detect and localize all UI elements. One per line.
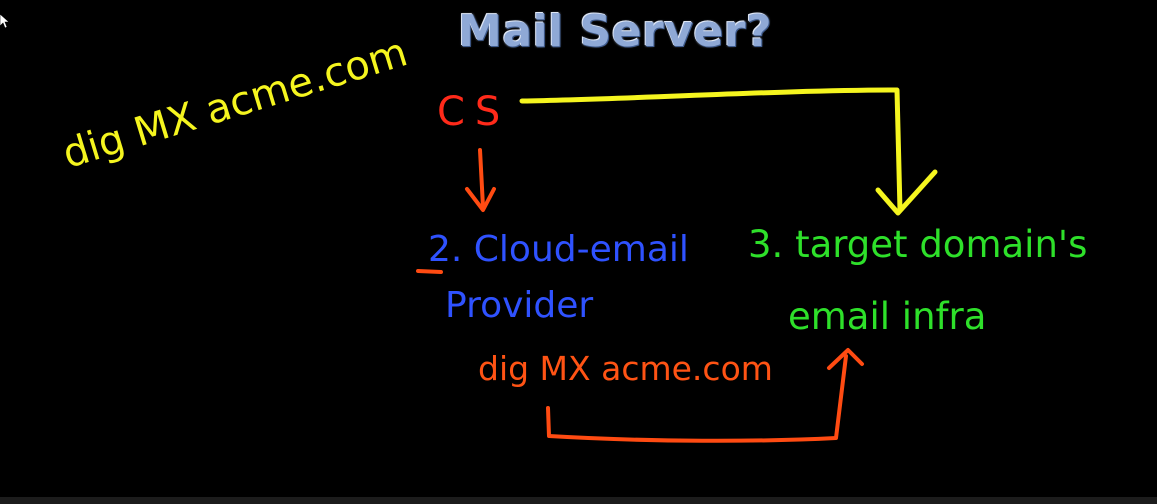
mouse-pointer-icon [0,14,10,29]
yellow-arrowhead [875,169,938,216]
provider-label: Provider [445,285,594,326]
cloud-email-label: 2. Cloud-email [428,229,689,270]
yellow-flow-line [519,87,903,213]
target-domain-label: 3. target domain's [748,223,1088,266]
dig-mx-note-orange: dig MX acme.com [478,349,773,388]
email-infra-label: email infra [788,295,987,338]
bottom-bar [0,497,1157,504]
option-2-underline [416,269,443,274]
orange-arrowhead [827,348,864,370]
cs-source-label: CS [437,89,511,135]
red-flow-line [478,148,485,209]
orange-flow-line [546,354,848,443]
page-title: Mail Server? [458,6,772,57]
red-arrowhead [465,187,496,212]
